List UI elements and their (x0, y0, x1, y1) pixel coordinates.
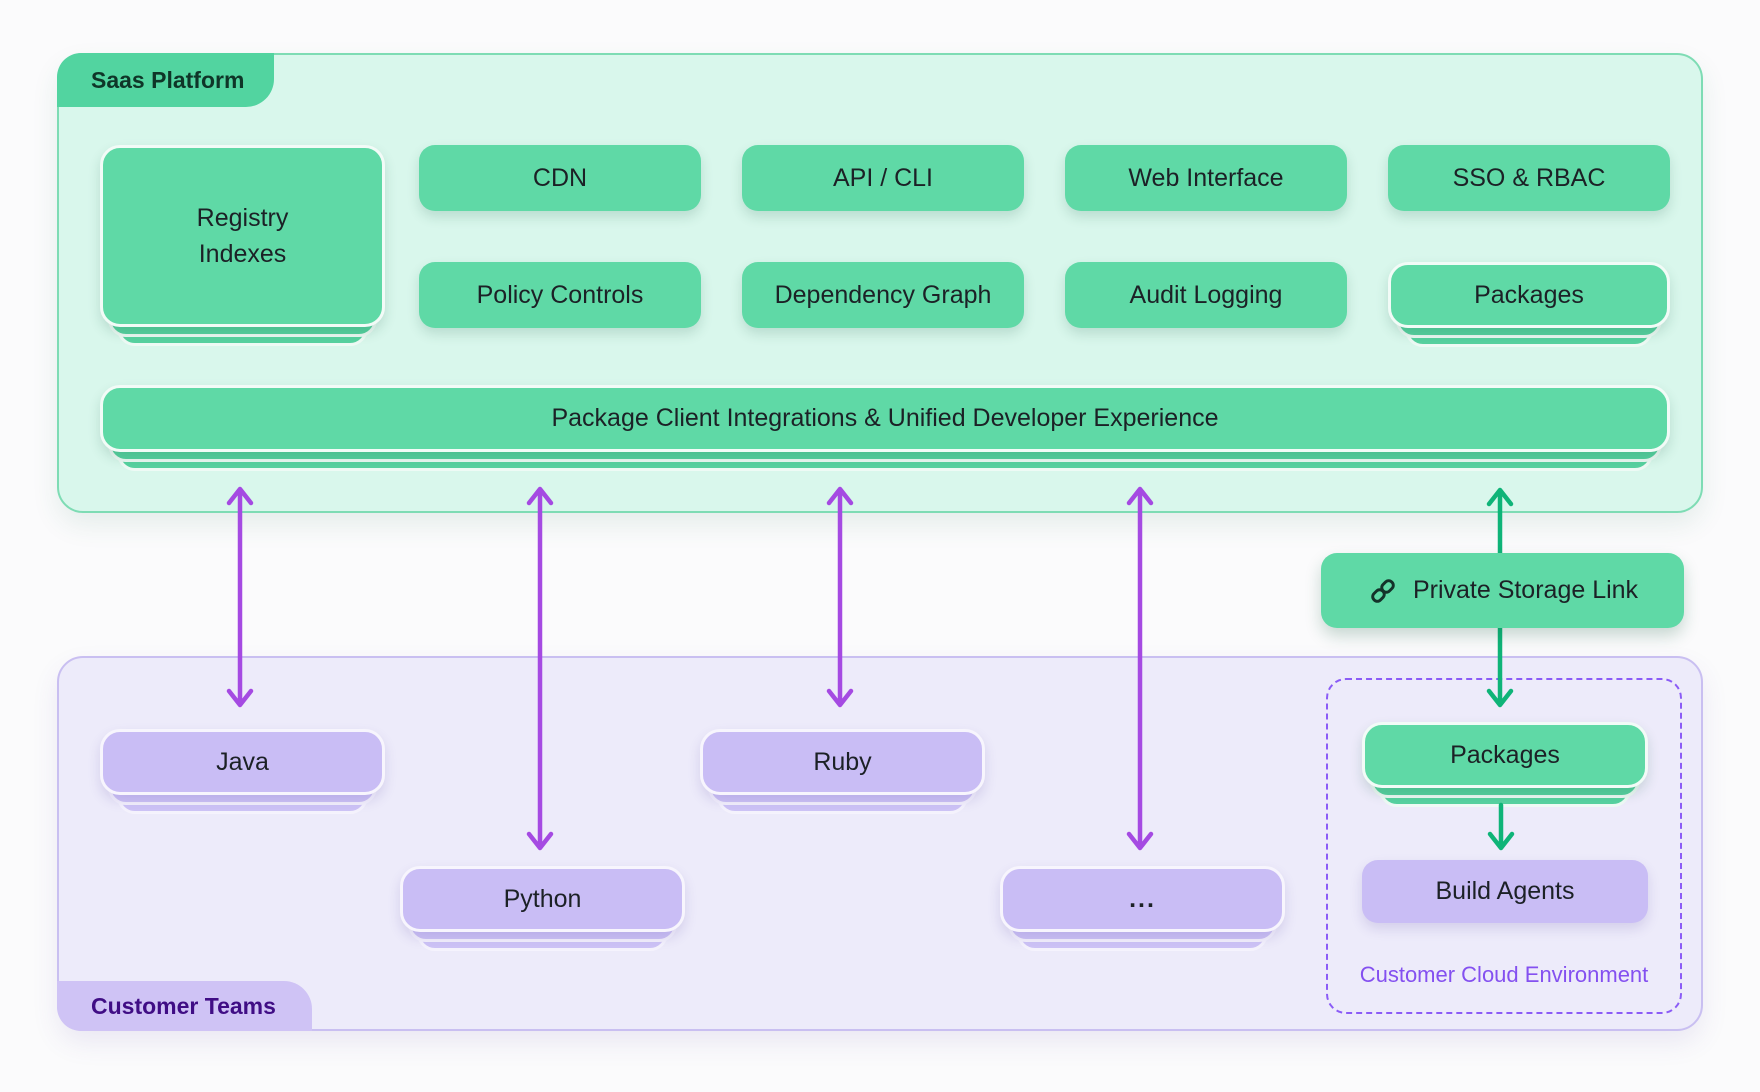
private-storage-link-label: Private Storage Link (1412, 576, 1639, 604)
platform-packages-node: Packages (1388, 262, 1670, 347)
sso-rbac-label: SSO & RBAC (1452, 163, 1606, 192)
integration-bar-node: Package Client Integrations & Unified De… (100, 385, 1670, 471)
platform-packages-label: Packages (1474, 280, 1584, 309)
policy-controls-label: Policy Controls (476, 280, 644, 309)
customer-teams-container: Customer Teams Java Python Ruby (57, 656, 1703, 1031)
api-cli-label: API / CLI (832, 163, 934, 192)
python-node: Python (400, 866, 685, 951)
ruby-card: Ruby (700, 729, 985, 795)
integration-bar-label: Package Client Integrations & Unified De… (551, 404, 1219, 432)
cloud-packages-label: Packages (1450, 740, 1560, 769)
python-label: Python (503, 884, 582, 913)
ruby-node: Ruby (700, 729, 985, 814)
other-teams-node: ... (1000, 866, 1285, 951)
sso-rbac-card: SSO & RBAC (1388, 145, 1670, 211)
cloud-packages-node: Packages (1362, 722, 1648, 807)
java-card: Java (100, 729, 385, 795)
saas-platform-container: Saas Platform Registry Indexes CDN API /… (57, 53, 1703, 513)
saas-platform-tab-label: Saas Platform (91, 66, 245, 93)
registry-indexes-node: Registry Indexes (100, 145, 385, 346)
private-storage-link-button: Private Storage Link (1321, 553, 1684, 628)
api-cli-card: API / CLI (742, 145, 1024, 211)
audit-logging-card: Audit Logging (1065, 262, 1347, 328)
customer-cloud-environment-label: Customer Cloud Environment (1359, 962, 1649, 987)
audit-logging-label: Audit Logging (1129, 280, 1283, 309)
saas-platform-tab: Saas Platform (57, 53, 274, 107)
integration-bar-card: Package Client Integrations & Unified De… (100, 385, 1670, 452)
platform-packages-card: Packages (1388, 262, 1670, 328)
cloud-packages-card: Packages (1362, 722, 1648, 788)
cdn-card: CDN (419, 145, 701, 211)
web-interface-card: Web Interface (1065, 145, 1347, 211)
build-agents-card: Build Agents (1362, 860, 1648, 923)
customer-cloud-environment-box: Packages Build Agents Customer Cloud Env… (1326, 678, 1682, 1014)
other-teams-card: ... (1000, 866, 1285, 932)
dependency-graph-label: Dependency Graph (774, 280, 992, 309)
customer-teams-tab: Customer Teams (57, 981, 312, 1031)
web-interface-label: Web Interface (1128, 163, 1284, 192)
registry-indexes-card: Registry Indexes (100, 145, 385, 327)
chain-link-icon (1371, 578, 1395, 603)
policy-controls-card: Policy Controls (419, 262, 701, 328)
java-label: Java (216, 747, 269, 776)
dependency-graph-card: Dependency Graph (742, 262, 1024, 328)
python-card: Python (400, 866, 685, 932)
ruby-label: Ruby (813, 747, 872, 776)
customer-teams-tab-label: Customer Teams (91, 992, 276, 1019)
cdn-label: CDN (532, 163, 588, 192)
registry-indexes-label: Registry Indexes (196, 203, 289, 268)
java-node: Java (100, 729, 385, 814)
build-agents-label: Build Agents (1435, 877, 1575, 905)
other-teams-label: ... (1129, 884, 1156, 913)
